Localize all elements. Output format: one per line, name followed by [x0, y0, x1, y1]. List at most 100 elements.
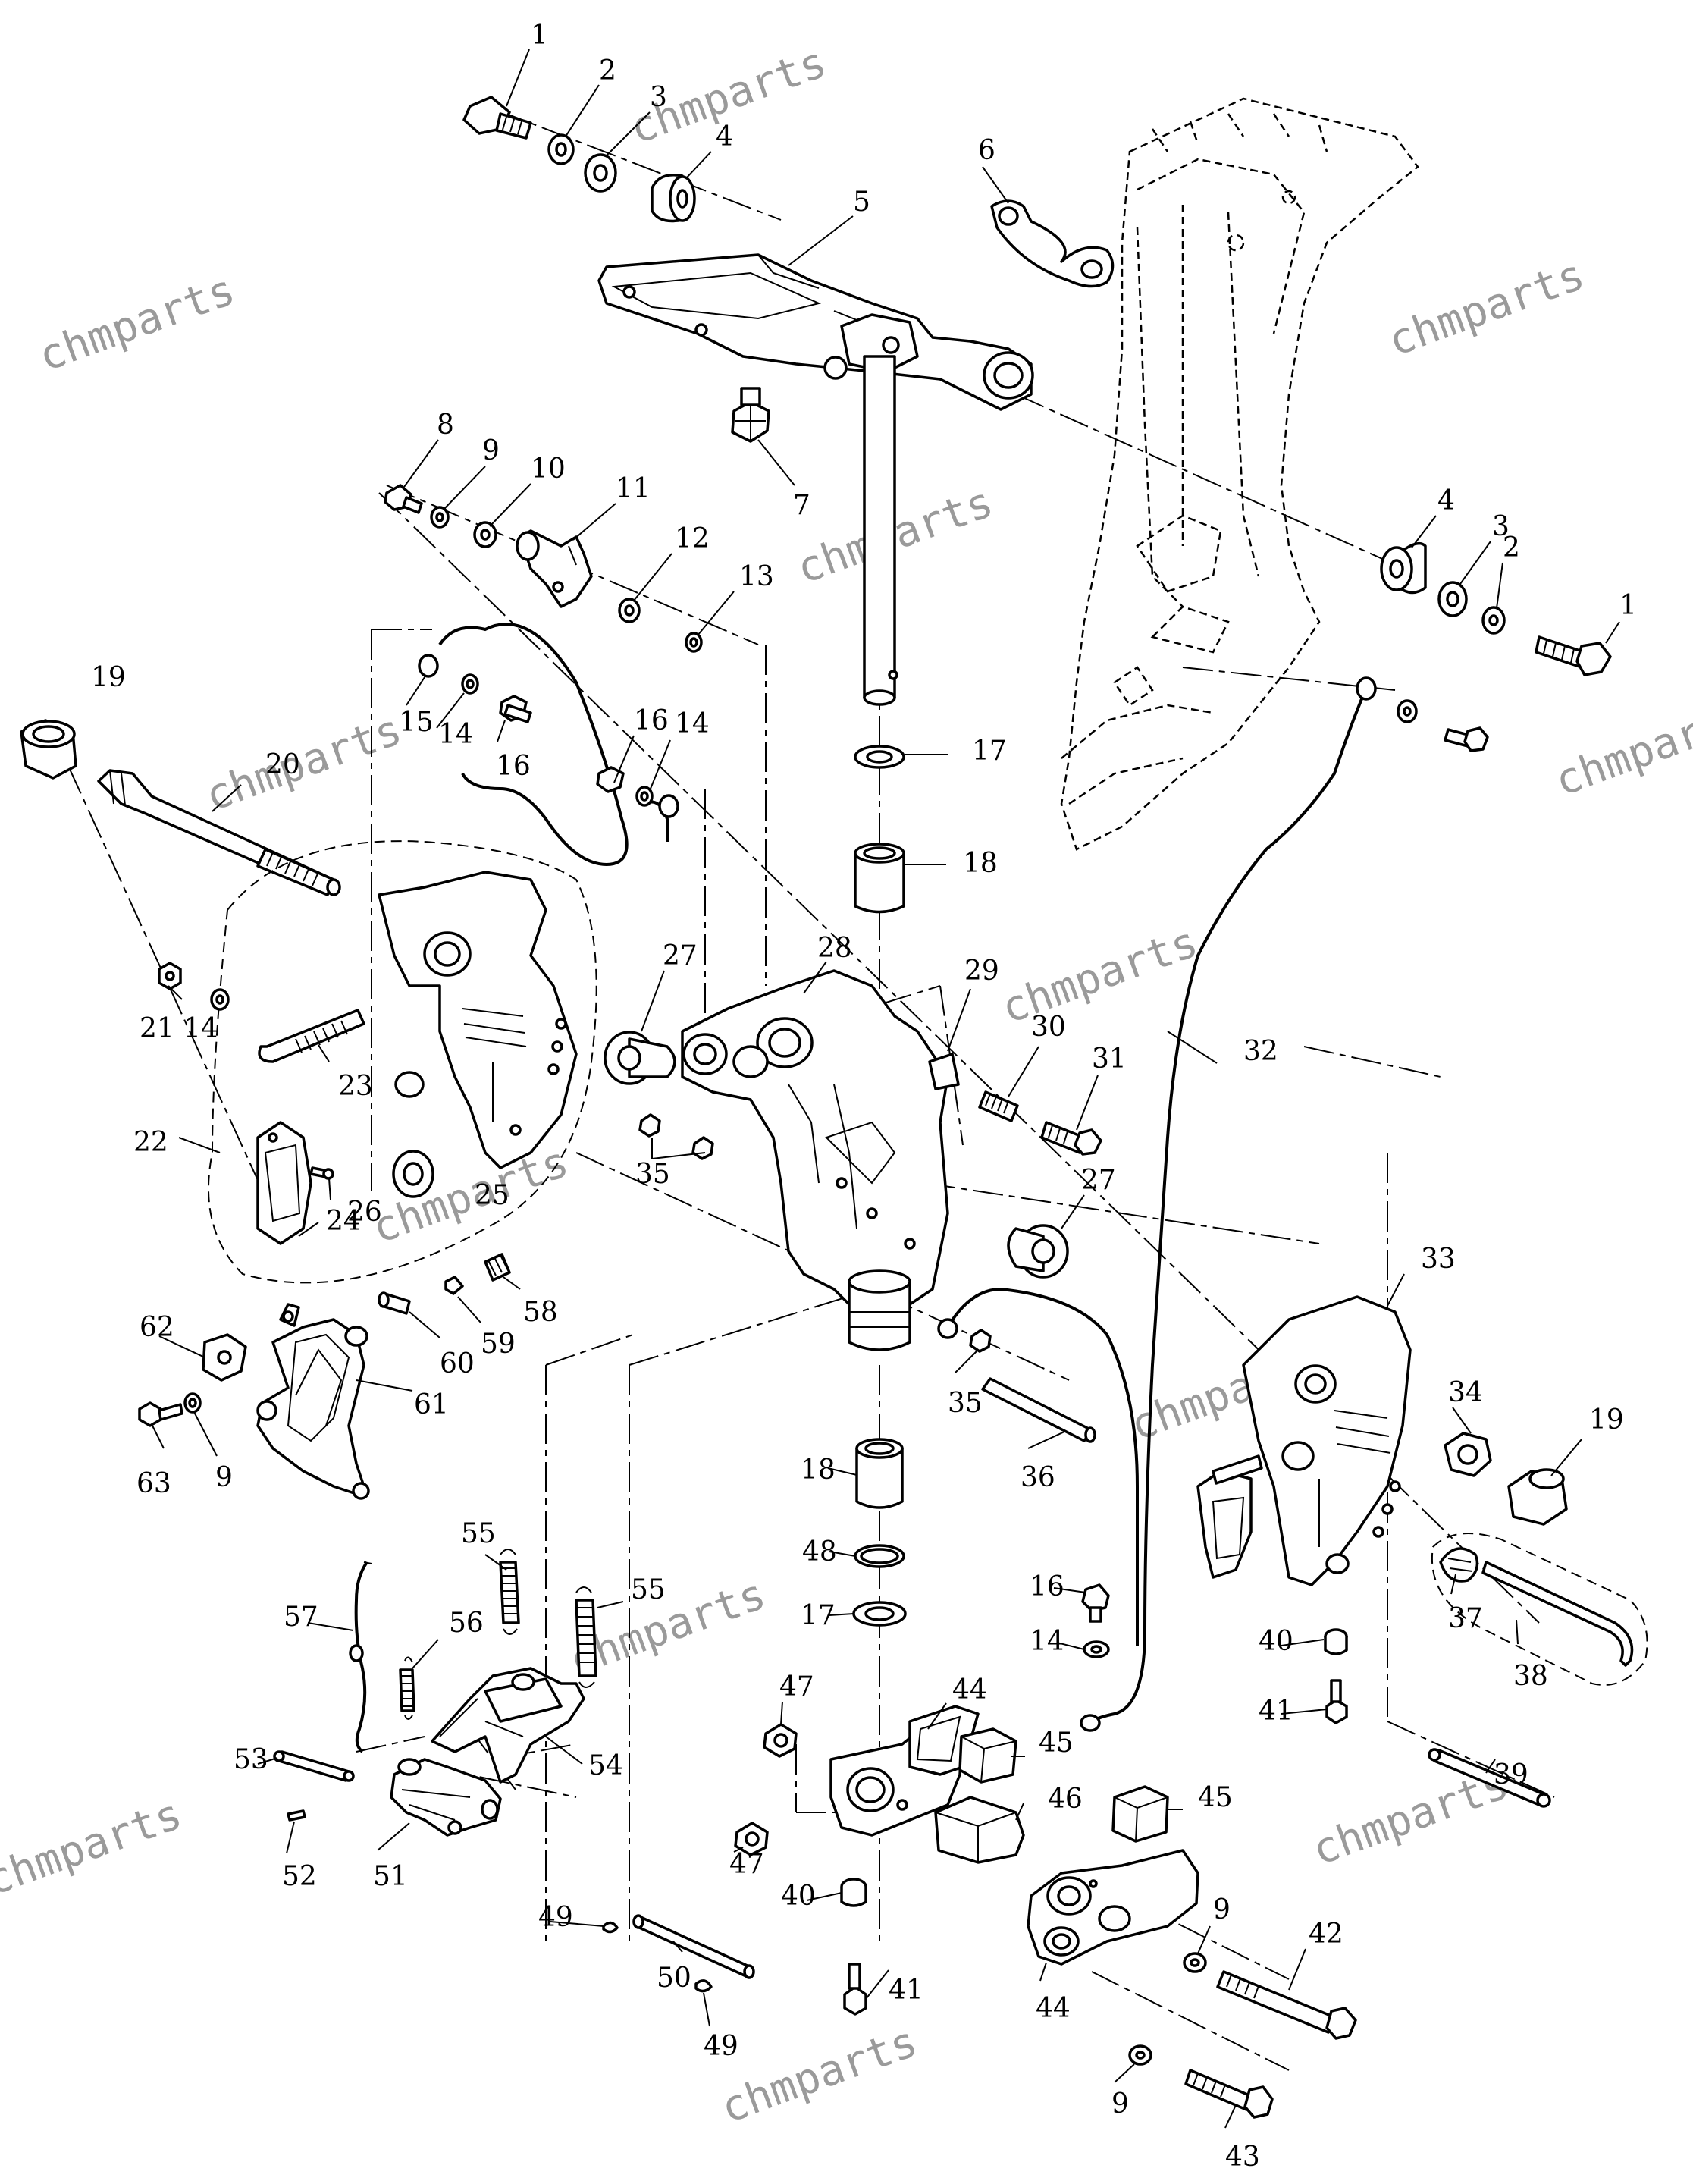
- mount-bracket-44a-icon: [829, 1705, 980, 1837]
- callout-number: 33: [1421, 1244, 1456, 1275]
- callout-number: 7: [793, 490, 810, 521]
- wire-link-57-icon: [349, 1561, 372, 1753]
- callout-number: 43: [1225, 2142, 1260, 2173]
- pin-50-icon: [635, 1916, 752, 1978]
- rubber-block-45b-icon: [1111, 1785, 1169, 1843]
- callout-number: 34: [1448, 1377, 1483, 1408]
- knob-37-icon: [1439, 1547, 1479, 1583]
- bushing-40-icon: [1324, 1628, 1348, 1655]
- callout-number: 41: [1259, 1696, 1293, 1727]
- callout-number: 32: [1243, 1036, 1278, 1067]
- callout-number: 17: [801, 1600, 836, 1631]
- spring-55a-icon: [499, 1549, 520, 1635]
- callout-number: 16: [496, 751, 531, 782]
- bushing-18-icon: [854, 852, 905, 914]
- lower-fasteners-right: [1081, 1583, 1551, 1808]
- callout-number: 46: [1048, 1784, 1083, 1815]
- tilt-tube-20-icon: [97, 769, 341, 896]
- callout-number: 6: [978, 135, 995, 166]
- lock-lever-24-icon: [256, 1121, 312, 1245]
- upper-mount-bolt-stack: [462, 96, 696, 223]
- pin-53-icon: [273, 1750, 355, 1782]
- watermark-text: chmparts: [199, 705, 409, 821]
- callout-number: 55: [631, 1574, 666, 1605]
- cap-nut-19-icon: [20, 719, 77, 780]
- right-mount-bolt-stack: [1380, 541, 1612, 676]
- bolt-63-icon: [138, 1401, 183, 1427]
- tilt-stop-29-31: [928, 1053, 1102, 1156]
- callout-number: 49: [704, 2031, 738, 2062]
- tilt-rod-group-37-38: [1431, 1533, 1648, 1686]
- lower-mount-44-47: [734, 1705, 1357, 2119]
- callout-number: 1: [1619, 590, 1637, 621]
- callout-number: 10: [531, 453, 566, 485]
- callout-number: 14: [438, 719, 473, 750]
- callout-number: 63: [136, 1468, 171, 1499]
- watermark-text: chmparts: [1382, 250, 1591, 366]
- callout-number: 45: [1198, 1782, 1233, 1813]
- mount-bracket-44b-icon: [1027, 1849, 1199, 1966]
- callout-number: 25: [475, 1180, 509, 1211]
- callout-number: 62: [140, 1312, 174, 1343]
- callout-number: 48: [802, 1536, 837, 1567]
- callout-number: 44: [1036, 1993, 1071, 2024]
- callout-number: 38: [1513, 1661, 1548, 1692]
- callout-number: 19: [1589, 1404, 1624, 1436]
- screw-16-icon: [499, 695, 532, 723]
- clip-49b-icon: [694, 1979, 713, 1993]
- callout-number: 40: [1259, 1626, 1293, 1657]
- callout-number: 18: [963, 848, 998, 879]
- flange-bushing-27b-icon: [1007, 1224, 1069, 1279]
- callout-number: 1: [531, 20, 548, 51]
- clamp-bracket-22-icon: [378, 871, 578, 1169]
- callout-number: 31: [1092, 1043, 1127, 1075]
- rubber-block-45a-icon: [958, 1727, 1017, 1784]
- callout-number: 60: [440, 1348, 475, 1379]
- bolt-42-icon: [1216, 1970, 1357, 2040]
- callout-number: 2: [599, 55, 616, 86]
- callout-number: 50: [657, 1963, 691, 1994]
- callout-number: 58: [523, 1297, 558, 1328]
- watermark-text: chmparts: [995, 918, 1205, 1034]
- screw-16d-icon: [1081, 1583, 1110, 1623]
- bushing-25-icon: [392, 1150, 434, 1198]
- callout-number: 47: [779, 1671, 814, 1702]
- callout-number: 23: [338, 1071, 373, 1102]
- callout-number: 37: [1448, 1603, 1483, 1634]
- pin-49-50: [602, 1914, 755, 1993]
- spring-55b-icon: [575, 1586, 597, 1688]
- callout-number: 45: [1039, 1727, 1074, 1759]
- rubber-mount-4b-icon: [1380, 541, 1427, 595]
- callout-number: 53: [234, 1744, 268, 1775]
- steering-bracket-5-icon: [597, 253, 1034, 706]
- callout-number: 51: [373, 1861, 408, 1892]
- callout-number: 18: [801, 1454, 836, 1486]
- callout-number: 41: [889, 1975, 923, 2006]
- bolt-1b-icon: [1535, 635, 1612, 676]
- bolt-41-icon: [1325, 1679, 1348, 1724]
- callout-number: 13: [739, 561, 774, 592]
- leader-lines: [151, 49, 1620, 2129]
- callout-number: 44: [952, 1674, 987, 1705]
- clip-49a-icon: [602, 1921, 619, 1934]
- rubber-block-46-icon: [934, 1796, 1025, 1864]
- tilt-rod-38-icon: [1481, 1561, 1634, 1667]
- clamp-bracket-22-group: [208, 840, 597, 1284]
- callout-number: 61: [414, 1389, 449, 1420]
- callout-number: 15: [399, 707, 434, 738]
- screw-16c-icon: [1444, 726, 1489, 752]
- screw-16b-icon: [596, 766, 625, 793]
- pin-36-icon: [981, 1377, 1096, 1443]
- callout-number: 4: [716, 121, 733, 152]
- tilt-lock-58-63: [138, 1253, 511, 1500]
- watermark-text: chmparts: [33, 265, 242, 381]
- screw-35a-icon: [638, 1113, 714, 1160]
- swivel-bracket-28-icon: [681, 969, 949, 1351]
- tilt-tube-left: [20, 719, 341, 896]
- bolt-8-icon: [384, 484, 423, 514]
- callout-number: 27: [663, 940, 698, 971]
- callout-number: 16: [634, 705, 669, 736]
- callout-number: 40: [781, 1881, 816, 1912]
